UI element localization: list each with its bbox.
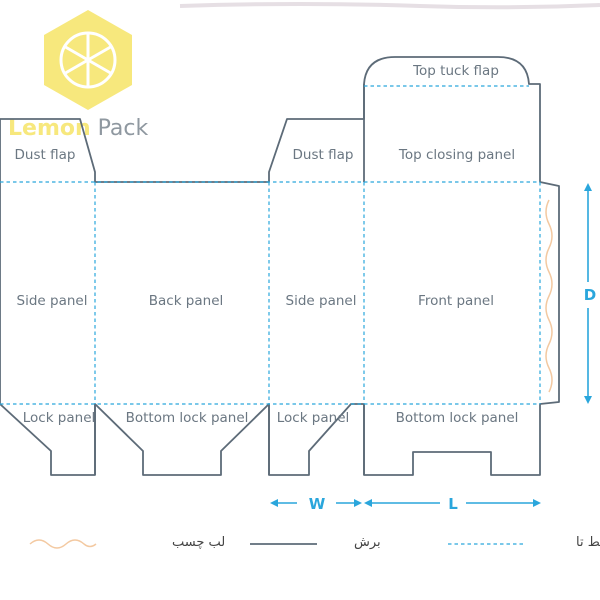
svg-text:Lemon Pack: Lemon Pack (8, 116, 148, 141)
label-side-panel-right: Side panel (286, 293, 357, 309)
top-decor-strip (179, 2, 600, 10)
brand-logo: Lemon Pack (8, 10, 148, 141)
legend-cut-label: برش (354, 535, 381, 550)
legend: لب چسب برش خط تا (29, 535, 600, 550)
lemon-slice-icon (59, 31, 117, 89)
label-front-panel: Front panel (418, 293, 494, 309)
label-top-closing-panel: Top closing panel (398, 147, 515, 163)
arrow-left-icon (364, 499, 372, 507)
glue-flap-wave (545, 199, 553, 393)
label-bottom-lock-panel-front: Bottom lock panel (396, 410, 519, 426)
label-bottom-lock-panel-back: Bottom lock panel (126, 410, 249, 426)
dimension-label-l: L (448, 495, 458, 513)
arrow-right-icon (533, 499, 541, 507)
legend-glue-label: لب چسب (172, 535, 225, 550)
arrow-up-icon (584, 183, 592, 191)
label-dust-flap-right: Dust flap (293, 147, 354, 163)
label-back-panel: Back panel (149, 293, 224, 309)
dimension-length: L (364, 495, 541, 513)
arrow-left-icon (270, 499, 278, 507)
legend-glue-swatch (29, 539, 97, 549)
brand-name-lemon: Lemon (8, 116, 91, 141)
label-lock-panel-right: Lock panel (277, 410, 350, 426)
legend-fold-label: خط تا (576, 535, 600, 550)
label-top-tuck-flap: Top tuck flap (412, 63, 499, 79)
dimension-label-d: D (584, 286, 596, 304)
arrow-down-icon (584, 396, 592, 404)
dimension-width: W (270, 495, 362, 513)
dieline-cut-outline (0, 56, 560, 476)
label-lock-panel-left: Lock panel (23, 410, 96, 426)
dimension-label-w: W (309, 495, 326, 513)
dimension-depth: D (584, 183, 596, 404)
brand-name-pack: Pack (91, 116, 149, 141)
arrow-right-icon (354, 499, 362, 507)
label-dust-flap-left: Dust flap (15, 147, 76, 163)
label-side-panel-left: Side panel (17, 293, 88, 309)
